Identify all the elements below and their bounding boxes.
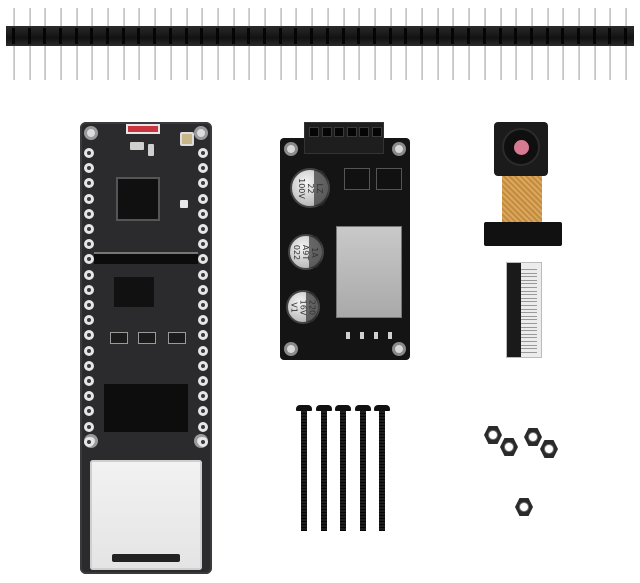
- camera-module: [494, 122, 548, 176]
- gpio-pad: [84, 239, 94, 250]
- machine-screw: [296, 405, 312, 531]
- gpio-pad: [198, 148, 208, 158]
- ethernet-magnetics: [104, 384, 188, 432]
- flex-stiffener: [484, 222, 562, 246]
- gpio-pad: [84, 345, 94, 356]
- gpio-pad: [198, 208, 208, 219]
- gpio-pad: [84, 436, 94, 447]
- gpio-pad: [84, 284, 94, 295]
- camera-fpc-slot: [94, 252, 198, 264]
- gpio-pad: [198, 239, 208, 250]
- hex-nut: [500, 438, 518, 456]
- regulator: [138, 332, 156, 344]
- ethernet-phy-chip: [114, 277, 154, 307]
- gpio-pad: [84, 148, 94, 158]
- smd-part: [148, 144, 154, 156]
- fpc-connector: [506, 262, 542, 358]
- machine-screw: [354, 405, 371, 531]
- machine-screw: [335, 405, 351, 531]
- rj45-ethernet-jack: [90, 460, 202, 570]
- mount-hole: [392, 342, 406, 356]
- machine-screw: [315, 405, 332, 531]
- poe-header-connector: [304, 122, 384, 154]
- gpio-pad: [198, 345, 208, 356]
- gpio-pad: [198, 178, 208, 189]
- pin-header-strip: [6, 8, 634, 80]
- gpio-pad: [198, 391, 208, 402]
- main-dev-board: [80, 122, 212, 574]
- hex-nut: [515, 498, 533, 516]
- regulator: [110, 332, 128, 344]
- gpio-pad: [198, 436, 208, 447]
- gpio-pad: [84, 391, 94, 402]
- mcu-chip: [116, 177, 160, 221]
- gpio-pad: [198, 269, 208, 280]
- gpio-pad: [84, 315, 94, 326]
- gpio-pad: [84, 224, 94, 234]
- mount-hole: [84, 126, 98, 140]
- hex-nut: [484, 426, 502, 444]
- camera-lens: [502, 128, 540, 166]
- mount-hole: [284, 342, 298, 356]
- antenna-connector: [180, 132, 194, 146]
- mount-hole: [194, 126, 208, 140]
- smd-part: [130, 142, 144, 150]
- gpio-pad: [84, 208, 94, 219]
- gpio-pad: [198, 163, 208, 174]
- gpio-pad: [84, 300, 94, 310]
- gpio-pad: [198, 254, 208, 265]
- lens-glass: [514, 140, 529, 155]
- red-jumper-connector: [126, 124, 160, 134]
- mount-hole: [284, 142, 298, 156]
- poe-transformer: [336, 226, 402, 318]
- mosfet: [376, 168, 402, 190]
- gpio-pad: [84, 421, 94, 432]
- mosfet: [344, 168, 370, 190]
- smd-part: [180, 200, 188, 208]
- poe-module: LZ 22 100V 1A A9T 022 220 16V V1: [280, 122, 410, 360]
- gpio-pad: [84, 406, 94, 417]
- gpio-pad: [198, 330, 208, 341]
- gpio-pad: [84, 163, 94, 174]
- regulator: [168, 332, 186, 344]
- gpio-pad: [198, 224, 208, 234]
- gpio-pad: [198, 360, 208, 371]
- gpio-pad: [198, 421, 208, 432]
- mount-hole: [392, 142, 406, 156]
- gpio-pad: [198, 300, 208, 310]
- rj45-port-opening: [112, 554, 180, 562]
- hex-nut: [540, 440, 558, 458]
- capacitor: 1A A9T 022: [288, 234, 324, 270]
- gpio-pad: [198, 284, 208, 295]
- camera-flex-cable: [502, 176, 542, 224]
- gpio-pad: [84, 330, 94, 341]
- gpio-pad: [198, 406, 208, 417]
- gpio-pad: [198, 193, 208, 204]
- gpio-pad: [198, 376, 208, 386]
- gpio-pad: [84, 193, 94, 204]
- gpio-pad: [84, 360, 94, 371]
- gpio-pad: [84, 269, 94, 280]
- gpio-pad: [198, 315, 208, 326]
- gpio-pad: [84, 254, 94, 265]
- capacitor: LZ 22 100V: [290, 168, 330, 208]
- hex-nut: [524, 428, 542, 446]
- capacitor: 220 16V V1: [286, 290, 320, 324]
- gpio-pad: [84, 178, 94, 189]
- gpio-pad: [84, 376, 94, 386]
- machine-screw: [374, 405, 390, 531]
